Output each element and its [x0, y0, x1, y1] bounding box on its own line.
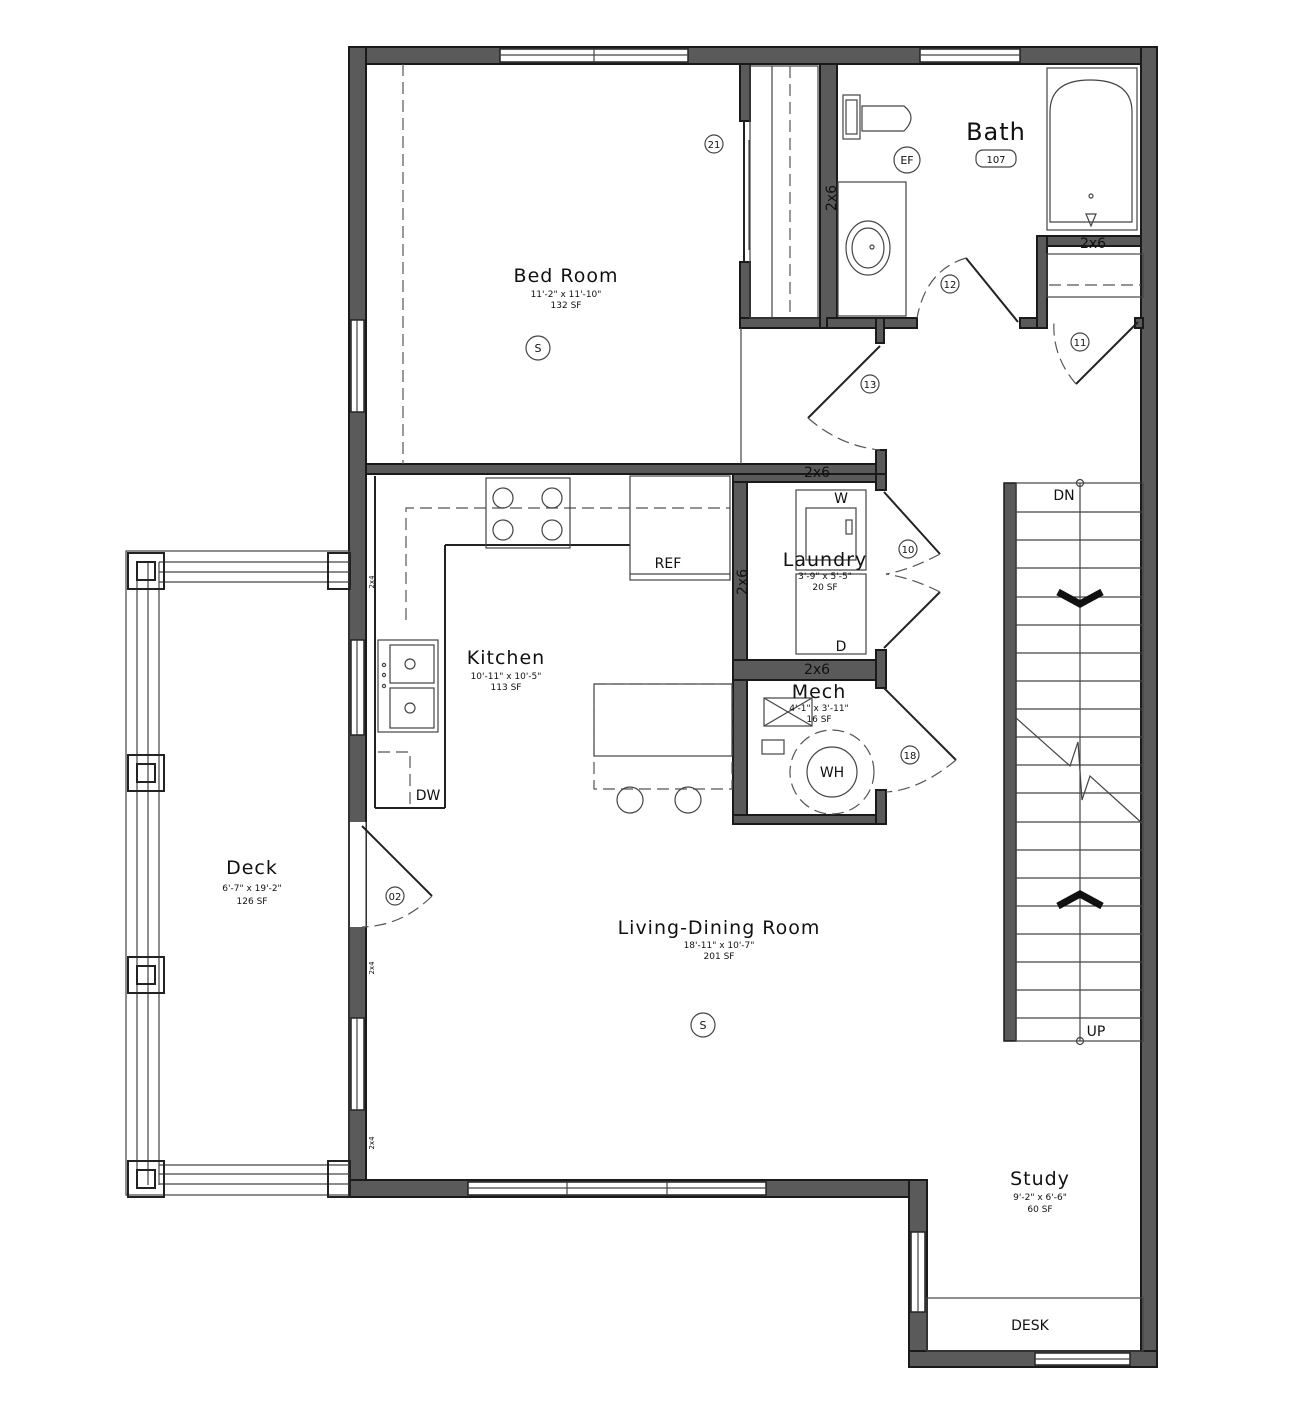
dryer-label: D — [836, 639, 847, 655]
wall-tag-2x6: 2x6 — [824, 185, 840, 211]
kitchen: REF DW Kitchen 10'-11" x 10'-5" 113 SF — [374, 475, 733, 814]
door-tag-11: 11 — [1074, 338, 1087, 349]
door-tag-02: 02 — [389, 892, 402, 903]
stair-up-label: UP — [1087, 1024, 1106, 1040]
bedroom-door: 13 — [807, 345, 881, 451]
ref-label: REF — [655, 556, 682, 572]
bath-number: 107 — [986, 155, 1005, 166]
study-dims: 9'-2" x 6'-6" — [1013, 1193, 1067, 1203]
mech-area: 16 SF — [806, 715, 831, 725]
living-name: Living-Dining Room — [618, 917, 821, 939]
stair: DN UP — [1003, 478, 1144, 1046]
study: Study 9'-2" x 6'-6" 60 SF DESK — [926, 1168, 1144, 1352]
deck: Deck 6'-7" x 19'-2" 126 SF 02 — [125, 550, 433, 1198]
mech: WH Mech 4'-1" x 3'-11" 16 SF 18 — [761, 681, 957, 815]
bedroom-area: 132 SF — [551, 301, 582, 311]
wall-tag-2x4: 2x4 — [368, 1136, 376, 1150]
water-heater-label: WH — [820, 765, 844, 781]
living-dims: 18'-11" x 10'-7" — [684, 941, 755, 951]
door-tag-21: 21 — [708, 140, 721, 151]
deck-dims: 6'-7" x 19'-2" — [222, 884, 281, 894]
laundry-area: 20 SF — [812, 583, 837, 593]
linen-closet: 11 — [1046, 253, 1144, 385]
mech-dims: 4'-1" x 3'-11" — [789, 704, 848, 714]
door-tag-13: 13 — [864, 380, 877, 391]
exhaust-fan: EF — [900, 154, 913, 167]
kitchen-name: Kitchen — [467, 647, 545, 669]
wall-tag-2x6: 2x6 — [735, 569, 751, 595]
living-area: 201 SF — [704, 952, 735, 962]
mech-name: Mech — [792, 681, 847, 703]
bedroom-name: Bed Room — [514, 265, 619, 287]
living-dining: Living-Dining Room 18'-11" x 10'-7" 201 … — [618, 917, 821, 1038]
stair-down-label: DN — [1053, 488, 1074, 504]
study-area: 60 SF — [1027, 1205, 1052, 1215]
desk-label: DESK — [1011, 1318, 1050, 1334]
dw-label: DW — [416, 788, 441, 804]
kitchen-dims: 10'-11" x 10'-5" — [471, 672, 542, 682]
deck-name: Deck — [226, 857, 278, 879]
laundry: W D Laundry 3'-9" x 5'-5" 20 SF 10 — [783, 489, 941, 655]
door-tag-12: 12 — [944, 280, 957, 291]
kitchen-area: 113 SF — [491, 683, 522, 693]
wall-tag-2x6: 2x6 — [1080, 236, 1106, 252]
wall-tag-2x6: 2x6 — [804, 465, 830, 481]
laundry-dims: 3'-9" x 5'-5" — [798, 572, 852, 582]
wall-tag-2x4: 2x4 — [368, 961, 376, 975]
wall-tags: 2x6 2x6 2x6 2x6 2x6 2x4 2x4 2x4 — [368, 185, 1106, 1150]
bath-name: Bath — [966, 118, 1026, 146]
laundry-name: Laundry — [783, 549, 867, 571]
bedroom: 21 Bed Room 11'-2" x 11'-10" 132 SF S — [402, 64, 819, 464]
smoke-detector: S — [535, 342, 542, 355]
deck-area: 126 SF — [237, 897, 268, 907]
bath: EF Bath 107 12 — [837, 67, 1138, 323]
bedroom-dims: 11'-2" x 11'-10" — [531, 290, 602, 300]
door-tag-10: 10 — [902, 545, 915, 556]
wall-tag-2x4: 2x4 — [368, 575, 376, 589]
wall-tag-2x6: 2x6 — [804, 662, 830, 678]
interior-walls — [365, 63, 1144, 825]
washer-label: W — [834, 491, 848, 507]
smoke-detector: S — [700, 1019, 707, 1032]
door-tag-18: 18 — [904, 751, 917, 762]
windows — [350, 48, 1131, 1366]
study-name: Study — [1010, 1168, 1070, 1190]
